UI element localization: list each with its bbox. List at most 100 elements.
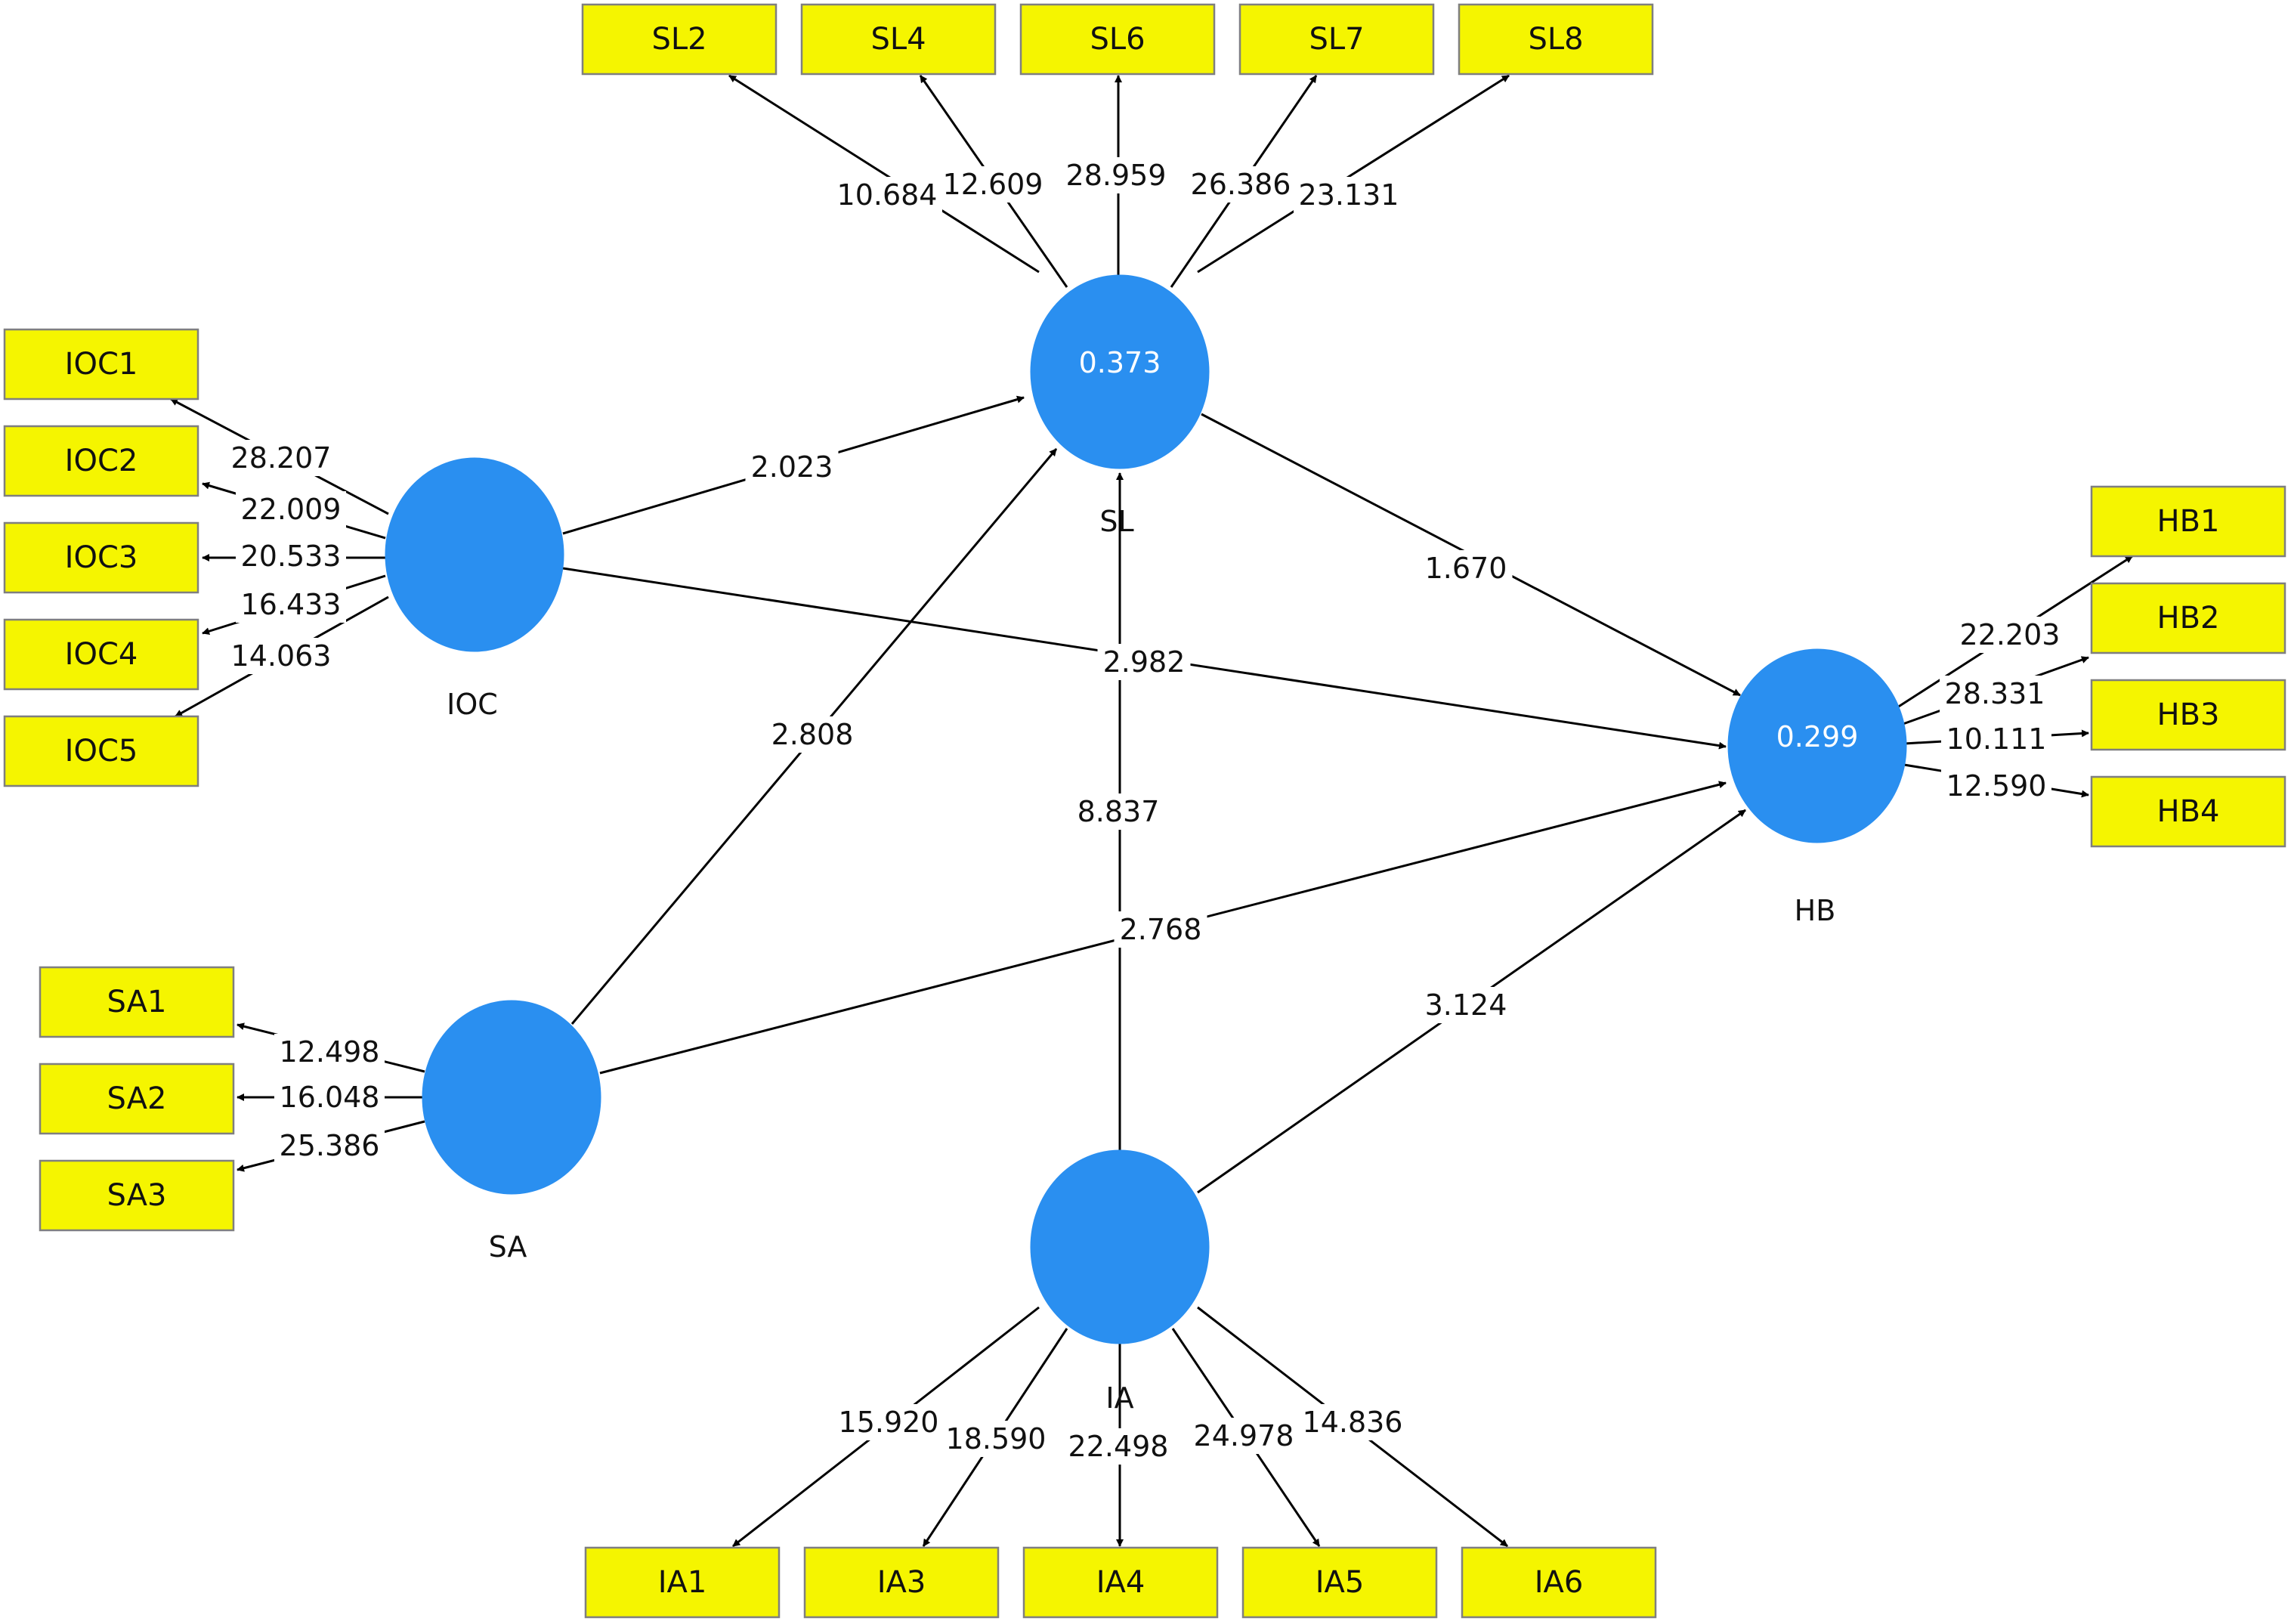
path-sa-hb-label-bg bbox=[1114, 911, 1207, 948]
indicator-label: IA6 bbox=[1535, 1565, 1584, 1600]
latent-circle bbox=[385, 457, 564, 652]
indicator-box bbox=[803, 1546, 1000, 1619]
indicator-hb1[interactable]: HB1 bbox=[2090, 485, 2286, 558]
indicator-label: IOC2 bbox=[65, 444, 138, 478]
loading-sl4-label-bg bbox=[938, 166, 1048, 203]
indicator-label: HB1 bbox=[2157, 504, 2220, 539]
indicator-ia5[interactable]: IA5 bbox=[1241, 1546, 1438, 1619]
indicator-label: SL7 bbox=[1309, 22, 1364, 57]
loading-hb1-label-bg bbox=[1955, 617, 2065, 653]
loading-sa2-label-bg bbox=[274, 1079, 385, 1115]
indicator-box bbox=[1238, 3, 1435, 76]
latent-sa[interactable]: SA bbox=[422, 1000, 601, 1264]
indicator-sl6[interactable]: SL6 bbox=[1019, 3, 1216, 76]
loading-sl8-arrow bbox=[1197, 74, 1510, 274]
indicator-box bbox=[1461, 1546, 1657, 1619]
loading-ioc5-label-bg bbox=[226, 638, 336, 674]
indicator-sa3[interactable]: SA3 bbox=[39, 1159, 235, 1232]
loading-hb1-coefficient: 22.203 bbox=[1960, 618, 2061, 651]
path-sl-hb-coefficient: 1.670 bbox=[1425, 552, 1507, 585]
indicator-box bbox=[2090, 775, 2286, 848]
latent-circle bbox=[1727, 648, 1907, 843]
indicator-sa1[interactable]: SA1 bbox=[39, 966, 235, 1038]
indicator-ia6[interactable]: IA6 bbox=[1461, 1546, 1657, 1619]
latent-circle bbox=[1030, 1149, 1210, 1344]
loading-sl7-coefficient: 26.386 bbox=[1191, 168, 1291, 201]
indicator-ia3[interactable]: IA3 bbox=[803, 1546, 1000, 1619]
loading-sl2-coefficient: 10.684 bbox=[837, 178, 938, 212]
indicator-label: IOC1 bbox=[65, 347, 138, 382]
path-sl-hb-label-bg bbox=[1419, 550, 1513, 586]
latent-name: IOC bbox=[447, 688, 498, 721]
loading-ia1-label-bg bbox=[833, 1404, 944, 1440]
latent-ioc[interactable]: IOC bbox=[385, 457, 564, 721]
indicator-box bbox=[3, 328, 199, 401]
latent-name: IA bbox=[1105, 1381, 1133, 1415]
indicator-label: IOC4 bbox=[65, 637, 138, 672]
indicator-ia1[interactable]: IA1 bbox=[584, 1546, 781, 1619]
indicator-sl7[interactable]: SL7 bbox=[1238, 3, 1435, 76]
latent-circle bbox=[1030, 274, 1210, 469]
path-ioc-sl-label-bg bbox=[745, 449, 839, 485]
path-sa-sl-coefficient: 2.808 bbox=[771, 718, 854, 751]
loading-sa3-coefficient: 25.386 bbox=[280, 1129, 380, 1162]
loading-hb4-coefficient: 12.590 bbox=[1946, 769, 2047, 803]
loading-ioc4-coefficient: 16.433 bbox=[241, 588, 342, 621]
loading-hb4-label-bg bbox=[1941, 768, 2051, 804]
indicator-label: SL4 bbox=[870, 22, 926, 57]
indicator-box bbox=[800, 3, 997, 76]
indicator-sl2[interactable]: SL2 bbox=[581, 3, 778, 76]
indicator-box bbox=[3, 715, 199, 787]
path-ioc-hb-label-bg bbox=[1097, 644, 1191, 680]
indicator-label: SL2 bbox=[651, 22, 706, 57]
indicator-ioc2[interactable]: IOC2 bbox=[3, 425, 199, 497]
loading-ioc3-label-bg bbox=[236, 538, 346, 574]
indicator-hb3[interactable]: HB3 bbox=[2090, 679, 2286, 751]
latent-circle bbox=[422, 1000, 601, 1195]
indicator-label: HB3 bbox=[2157, 698, 2220, 732]
indicator-ioc3[interactable]: IOC3 bbox=[3, 521, 199, 594]
path-ia-hb-label-bg bbox=[1419, 987, 1513, 1023]
path-ia-sl-label-bg bbox=[1071, 793, 1165, 830]
indicator-ioc1[interactable]: IOC1 bbox=[3, 328, 199, 401]
indicator-label: HB2 bbox=[2157, 601, 2220, 636]
indicator-box bbox=[1458, 3, 1654, 76]
indicator-label: IOC5 bbox=[65, 734, 138, 769]
indicator-hb4[interactable]: HB4 bbox=[2090, 775, 2286, 848]
loading-sl2-label-bg bbox=[832, 177, 942, 213]
indicator-ioc5[interactable]: IOC5 bbox=[3, 715, 199, 787]
indicator-box bbox=[39, 1159, 235, 1232]
indicator-label: SA3 bbox=[107, 1178, 167, 1213]
indicator-sl4[interactable]: SL4 bbox=[800, 3, 997, 76]
indicator-box bbox=[2090, 582, 2286, 654]
indicator-label: IOC3 bbox=[65, 540, 138, 575]
loading-ia6-label-bg bbox=[1297, 1404, 1408, 1440]
indicator-hb2[interactable]: HB2 bbox=[2090, 582, 2286, 654]
indicator-box bbox=[1019, 3, 1216, 76]
loading-hb2-label-bg bbox=[1940, 676, 2050, 712]
indicator-sa2[interactable]: SA2 bbox=[39, 1063, 235, 1135]
loading-ioc4-label-bg bbox=[236, 586, 346, 623]
indicator-ioc4[interactable]: IOC4 bbox=[3, 618, 199, 691]
indicator-label: SL8 bbox=[1528, 22, 1583, 57]
indicator-box bbox=[584, 1546, 781, 1619]
indicator-label: IA1 bbox=[658, 1565, 707, 1600]
latent-ia[interactable]: IA bbox=[1030, 1149, 1210, 1415]
path-sa-sl-label-bg bbox=[765, 716, 859, 753]
loading-hb3-coefficient: 10.111 bbox=[1946, 722, 2047, 756]
loading-sl7-label-bg bbox=[1186, 166, 1296, 203]
path-ioc-hb-coefficient: 2.982 bbox=[1103, 645, 1186, 679]
indicator-ia4[interactable]: IA4 bbox=[1022, 1546, 1219, 1619]
latent-name: HB bbox=[1795, 894, 1836, 927]
loading-hb3-label-bg bbox=[1941, 721, 2051, 757]
loading-sl8-label-bg bbox=[1294, 177, 1404, 213]
loading-ia3-label-bg bbox=[941, 1421, 1051, 1457]
loading-ia1-coefficient: 15.920 bbox=[839, 1406, 939, 1439]
indicator-sl8[interactable]: SL8 bbox=[1458, 3, 1654, 76]
loading-ioc1-label-bg bbox=[226, 440, 336, 476]
indicator-label: HB4 bbox=[2157, 794, 2220, 829]
